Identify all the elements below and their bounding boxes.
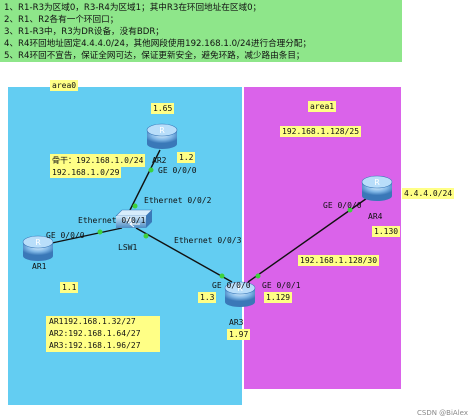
ar1-name: AR1 — [32, 262, 47, 271]
backbone-subnet: 192.168.1.0/29 — [50, 167, 122, 178]
requirement-line: 1、R1-R3为区域0，R3-R4为区域1；其中R3在环回地址在区域0； — [4, 3, 262, 13]
ar1-address: 1.1 — [60, 282, 79, 293]
ar3-left-address: 1.3 — [198, 292, 217, 303]
lsw1-name: LSW1 — [118, 243, 138, 252]
router-ar4-icon: R — [361, 175, 393, 201]
ar4-address: 1.130 — [372, 226, 401, 237]
ar3-left-interface: GE 0/0/0 — [212, 281, 251, 290]
lsw1-interface-2: Ethernet 0/0/2 — [144, 196, 212, 205]
ar2-name: AR2 — [152, 156, 167, 165]
port-dot — [143, 233, 149, 239]
ar2-address: 1.2 — [177, 152, 196, 163]
svg-text:R: R — [237, 284, 243, 293]
router-ar3-icon: R — [224, 281, 256, 307]
port-dot — [219, 273, 225, 279]
svg-text:R: R — [374, 178, 380, 187]
router-ar1-icon: R — [22, 235, 54, 261]
area1-region — [244, 87, 401, 389]
port-dot — [97, 229, 103, 235]
ar3-right-address: 1.129 — [264, 292, 293, 303]
ar2-interface: GE 0/0/0 — [158, 166, 197, 175]
ar4-loopback: 4.4.4.0/24 — [402, 188, 455, 199]
link-ar3-ar4-subnet: 192.168.1.128/30 — [298, 255, 380, 266]
area1-label: area1 — [308, 101, 337, 112]
ar4-name: AR4 — [368, 212, 383, 221]
watermark: CSDN @BiAlex — [417, 409, 468, 417]
ar3-name: AR3 — [229, 318, 244, 327]
ar4-interface: GE 0/0/0 — [323, 201, 362, 210]
svg-text:R: R — [35, 238, 41, 247]
area1-subnet: 192.168.1.128/25 — [280, 126, 362, 137]
requirement-line: 3、R1-R3中，R3为DR设备，没有BDR； — [4, 27, 164, 37]
router-ar2-icon: R — [146, 123, 178, 149]
requirement-line: 5、R4环回不宣告，保证全网可达，保证更新安全，避免环路，减少路由条目； — [4, 51, 305, 61]
port-dot — [148, 167, 154, 173]
ar2-loopback-address: 1.65 — [151, 103, 175, 114]
switch-lsw1-icon — [115, 209, 153, 228]
lsw1-interface-3: Ethernet 0/0/3 — [174, 236, 242, 245]
port-dot — [347, 207, 353, 213]
loopback-line: AR3:192.168.1.96/27 — [49, 341, 141, 350]
ar3-loopback-address: 1.97 — [227, 329, 251, 340]
area0-label: area0 — [50, 80, 79, 91]
loopback-line: AR2:192.168.1.64/27 — [49, 329, 141, 338]
ar1-interface: GE 0/0/0 — [46, 231, 85, 240]
port-dot — [132, 203, 138, 209]
lsw1-interface-1: Ethernet 0/0/1 — [78, 216, 146, 225]
link-ar2-lsw1 — [127, 149, 161, 215]
requirement-line: 2、R1、R2各有一个环回口； — [4, 15, 119, 25]
loopback-line: AR1192.168.1.32/27 — [49, 317, 136, 326]
requirements-box: 1、R1-R3为区域0，R3-R4为区域1；其中R3在环回地址在区域0； 2、R… — [0, 0, 402, 62]
loopback-note: AR1192.168.1.32/27 AR2:192.168.1.64/27 A… — [46, 316, 160, 352]
backbone-label: 骨干：192.168.1.0/24 — [50, 154, 146, 167]
link-lsw1-ar3 — [135, 227, 233, 283]
port-dot — [255, 273, 261, 279]
requirement-line: 4、R4环回地址固定4.4.4.0/24，其他网段使用192.168.1.0/2… — [4, 39, 312, 49]
svg-text:R: R — [159, 126, 165, 135]
ar3-right-interface: GE 0/0/1 — [262, 281, 301, 290]
